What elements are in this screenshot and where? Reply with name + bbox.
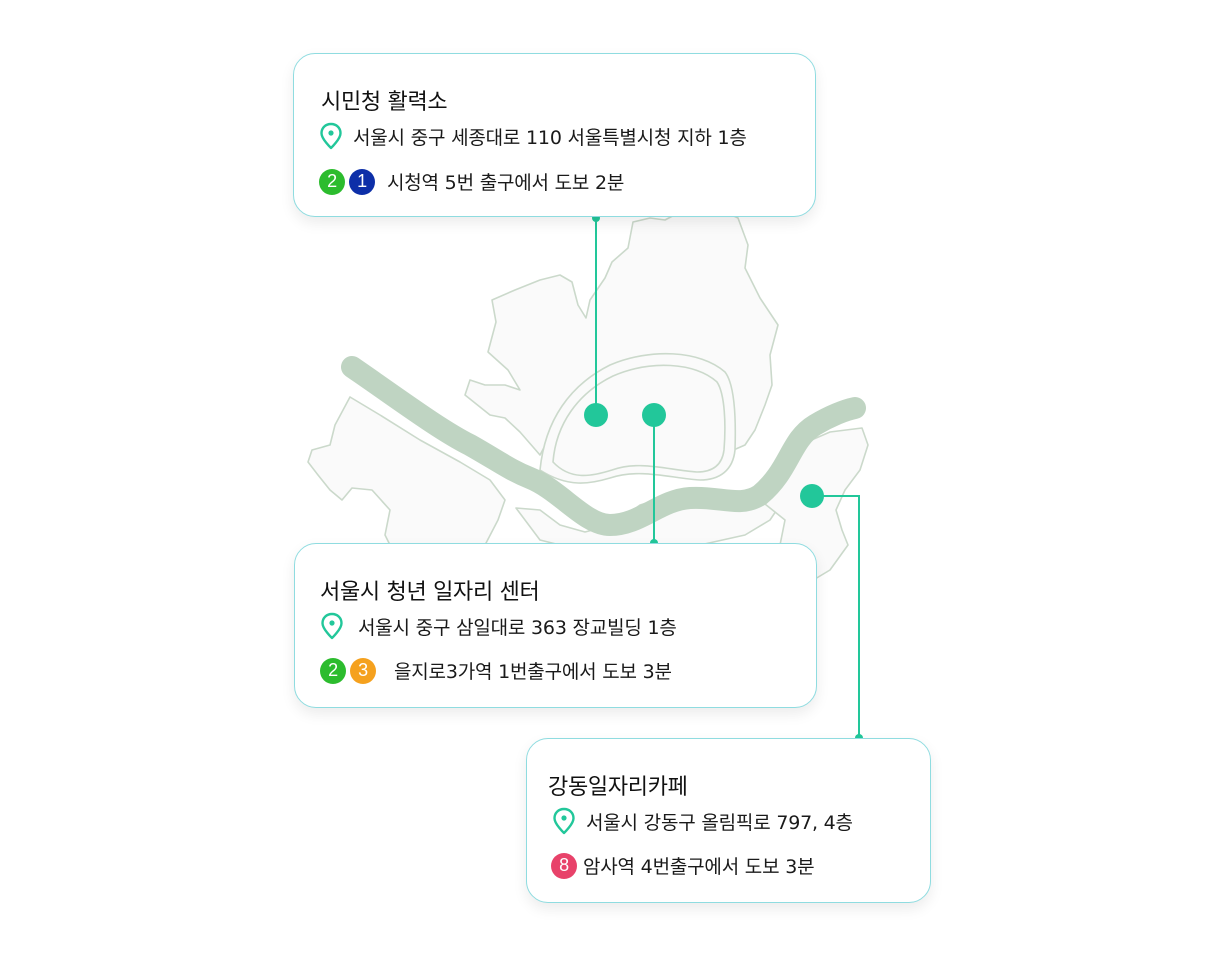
subway-line-1-badge: 1 xyxy=(349,168,375,195)
address-row: 서울시 중구 삼일대로 363 장교빌딩 1층 xyxy=(320,612,677,640)
district-west xyxy=(307,396,506,546)
location-marker-3 xyxy=(800,484,824,508)
location-name: 서울시 청년 일자리 센터 xyxy=(320,580,540,605)
directions-row: 2 3 을지로3가역 1번출구에서 도보 3분 xyxy=(320,657,672,684)
connector-line-3 xyxy=(812,495,860,738)
location-card-3[interactable]: 강동일자리카페 서울시 강동구 올림픽로 797, 4층 8 암사역 4번출구에… xyxy=(526,738,931,903)
map-pin-icon xyxy=(321,612,343,640)
map-pin-icon xyxy=(553,807,575,835)
location-name: 강동일자리카페 xyxy=(548,775,688,800)
subway-line-8-badge: 8 xyxy=(551,852,577,879)
address-row: 서울시 강동구 올림픽로 797, 4층 xyxy=(552,807,853,835)
han-river xyxy=(341,356,866,536)
map-pin-icon xyxy=(320,122,342,150)
subway-line-3-badge: 3 xyxy=(350,657,376,684)
address-row: 서울시 중구 세종대로 110 서울특별시청 지하 1층 xyxy=(319,122,747,150)
address-text: 서울시 중구 세종대로 110 서울특별시청 지하 1층 xyxy=(353,126,747,149)
address-text: 서울시 중구 삼일대로 363 장교빌딩 1층 xyxy=(358,616,677,639)
location-marker-2 xyxy=(642,403,666,427)
location-marker-1 xyxy=(584,403,608,427)
location-name: 시민청 활력소 xyxy=(321,90,448,115)
subway-line-2-badge: 2 xyxy=(320,657,346,684)
directions-text: 암사역 4번출구에서 도보 3분 xyxy=(583,856,815,878)
address-text: 서울시 강동구 올림픽로 797, 4층 xyxy=(586,811,853,834)
subway-line-2-badge: 2 xyxy=(319,168,345,195)
location-card-1[interactable]: 시민청 활력소 서울시 중구 세종대로 110 서울특별시청 지하 1층 2 1… xyxy=(293,53,816,217)
directions-text: 시청역 5번 출구에서 도보 2분 xyxy=(387,172,625,194)
directions-row: 8 암사역 4번출구에서 도보 3분 xyxy=(551,852,815,879)
location-card-2[interactable]: 서울시 청년 일자리 센터 서울시 중구 삼일대로 363 장교빌딩 1층 2 … xyxy=(294,543,817,708)
directions-row: 2 1 시청역 5번 출구에서 도보 2분 xyxy=(319,168,624,195)
directions-text: 을지로3가역 1번출구에서 도보 3분 xyxy=(394,661,672,683)
